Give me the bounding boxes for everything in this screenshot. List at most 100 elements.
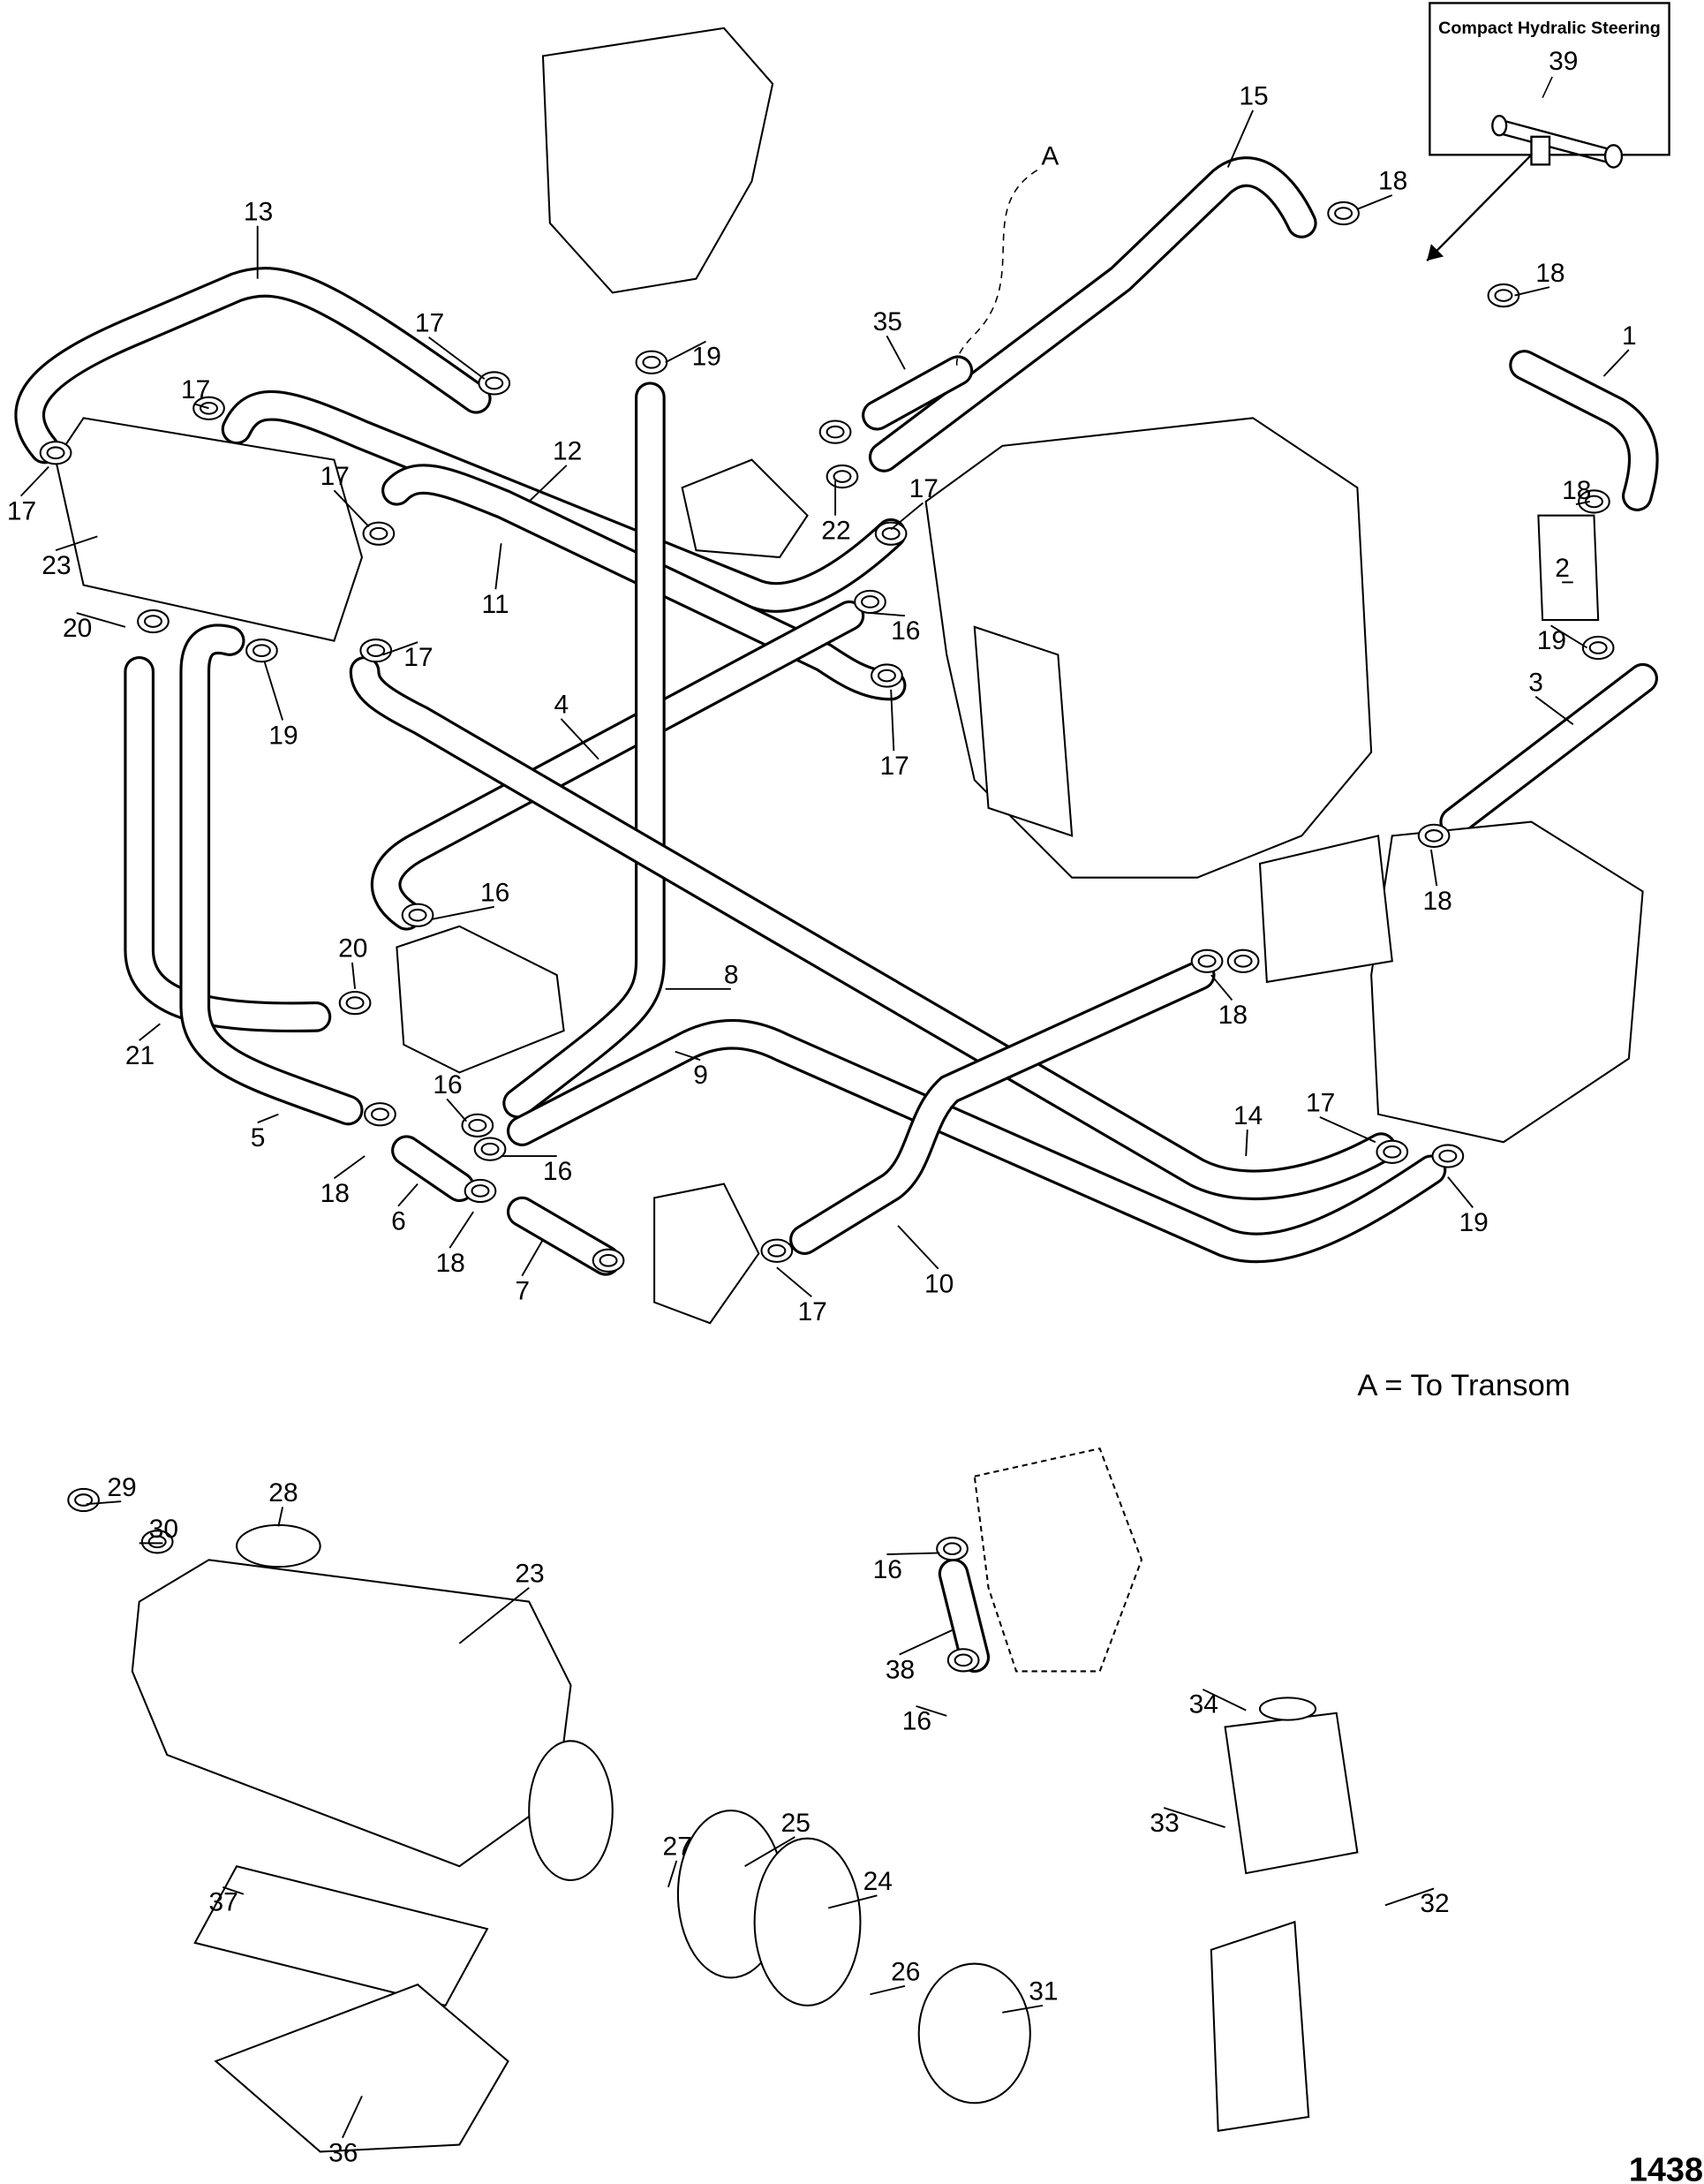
hose-35 xyxy=(862,355,974,431)
routing-dashed-line xyxy=(955,169,1038,370)
steering-cooler-tube-icon xyxy=(1491,114,1624,169)
thermostat-lower-icon xyxy=(653,1183,760,1325)
hose-clamp-icon xyxy=(245,639,278,663)
hose-clamp-icon xyxy=(854,589,886,615)
hose-clamp-icon xyxy=(401,903,434,927)
callout-18: 18 xyxy=(320,1179,350,1208)
callout-14: 14 xyxy=(1233,1101,1263,1130)
inset-box: Compact Hydralic Steering 39 xyxy=(1426,2,1670,261)
inset-callout: 39 xyxy=(1549,47,1578,76)
callout-15: 15 xyxy=(1239,82,1268,111)
callout-20: 20 xyxy=(338,934,367,964)
coolant-reservoir-icon xyxy=(1224,1712,1359,1875)
leader-line xyxy=(1602,349,1630,377)
end-cap-24-icon xyxy=(753,1837,862,2006)
callout-26: 26 xyxy=(891,1957,920,1986)
leader-line xyxy=(382,641,418,656)
reservoir-bracket-icon xyxy=(1210,1920,1310,2132)
hose-3 xyxy=(1439,662,1658,837)
hose-clamp-icon xyxy=(1226,948,1260,973)
hose-4 xyxy=(370,600,865,931)
leader-line xyxy=(1002,2004,1044,2014)
callout-18: 18 xyxy=(436,1249,465,1278)
callout-30: 30 xyxy=(149,1515,178,1544)
leader-line xyxy=(194,403,209,410)
fuel-cooler-icon xyxy=(1258,835,1393,984)
callout-18: 18 xyxy=(1218,1001,1248,1030)
leader-line xyxy=(560,718,599,760)
callout-32: 32 xyxy=(1420,1889,1449,1918)
leader-line xyxy=(342,2095,363,2139)
leader-line xyxy=(1534,695,1574,725)
hose-clamp-icon xyxy=(936,1537,969,1561)
hose-clamp-icon xyxy=(874,521,908,546)
callout-17: 17 xyxy=(320,462,350,491)
leader-line xyxy=(1202,1689,1247,1712)
callout-28: 28 xyxy=(268,1478,298,1508)
leader-line xyxy=(449,1211,474,1249)
callout-31: 31 xyxy=(1029,1977,1058,2006)
hose-clamp-icon xyxy=(592,1248,625,1273)
leader-line xyxy=(458,1587,530,1644)
callout-11: 11 xyxy=(482,590,509,619)
water-separator-icon xyxy=(1537,514,1600,621)
callout-6: 6 xyxy=(391,1207,406,1236)
callout-8: 8 xyxy=(724,961,739,990)
callout-23: 23 xyxy=(41,551,71,580)
leader-line xyxy=(744,1836,795,1868)
heat-exchanger-body-icon xyxy=(131,1559,572,1868)
callout-17: 17 xyxy=(415,309,444,338)
callout-2: 2 xyxy=(1555,554,1570,583)
leader-line xyxy=(428,336,486,380)
callout-17: 17 xyxy=(1306,1089,1335,1118)
hose-clamp-icon xyxy=(39,441,72,465)
leader-line xyxy=(446,1098,467,1122)
callout-17: 17 xyxy=(909,474,939,503)
hose-clamp-icon xyxy=(1581,635,1615,661)
pump-detail-icon xyxy=(973,1447,1143,1673)
callout-12: 12 xyxy=(553,437,582,466)
routing-marker-a: A xyxy=(1041,141,1059,170)
callout-21: 21 xyxy=(125,1041,155,1070)
leader-line xyxy=(1226,110,1254,168)
callout-17: 17 xyxy=(798,1297,827,1326)
callout-16: 16 xyxy=(891,616,920,646)
leader-line xyxy=(1210,974,1233,1001)
hose-clamp-icon xyxy=(818,419,852,444)
hose-10 xyxy=(789,959,1216,1255)
callout-35: 35 xyxy=(873,307,902,336)
leader-line xyxy=(870,612,905,617)
leader-line xyxy=(1163,1807,1225,1828)
hose-5 xyxy=(179,623,364,1126)
leader-line xyxy=(899,1629,954,1656)
leader-line xyxy=(897,1225,939,1270)
leader-line xyxy=(665,340,706,364)
hose-clamp-icon xyxy=(1487,283,1520,308)
leader-line xyxy=(431,905,494,920)
leader-line xyxy=(86,1500,122,1506)
callout-5: 5 xyxy=(251,1123,266,1152)
callout-20: 20 xyxy=(63,614,92,643)
seawater-pump-icon xyxy=(681,458,809,559)
hose-clamp-icon xyxy=(871,663,903,688)
callout-7: 7 xyxy=(515,1276,530,1305)
hose-clamp-icon xyxy=(1190,948,1224,973)
callout-19: 19 xyxy=(692,342,721,371)
exhaust-manifold-right-icon xyxy=(1370,820,1644,1144)
components xyxy=(39,26,1644,2153)
leader-line xyxy=(263,661,283,721)
leader-line xyxy=(55,535,98,552)
callout-18: 18 xyxy=(1535,259,1565,288)
hose-clamp-icon xyxy=(473,1137,507,1161)
hose-clamp-icon xyxy=(946,1648,980,1673)
callout-3: 3 xyxy=(1528,668,1543,697)
leader-line xyxy=(667,1860,678,1888)
leader-line xyxy=(222,1885,245,1895)
callout-27: 27 xyxy=(663,1833,692,1862)
hose-clamp-icon xyxy=(1431,1144,1465,1168)
leader-line xyxy=(675,1050,701,1062)
callout-19: 19 xyxy=(1459,1208,1488,1237)
leader-line xyxy=(1319,1116,1376,1144)
leader-line xyxy=(19,465,49,497)
